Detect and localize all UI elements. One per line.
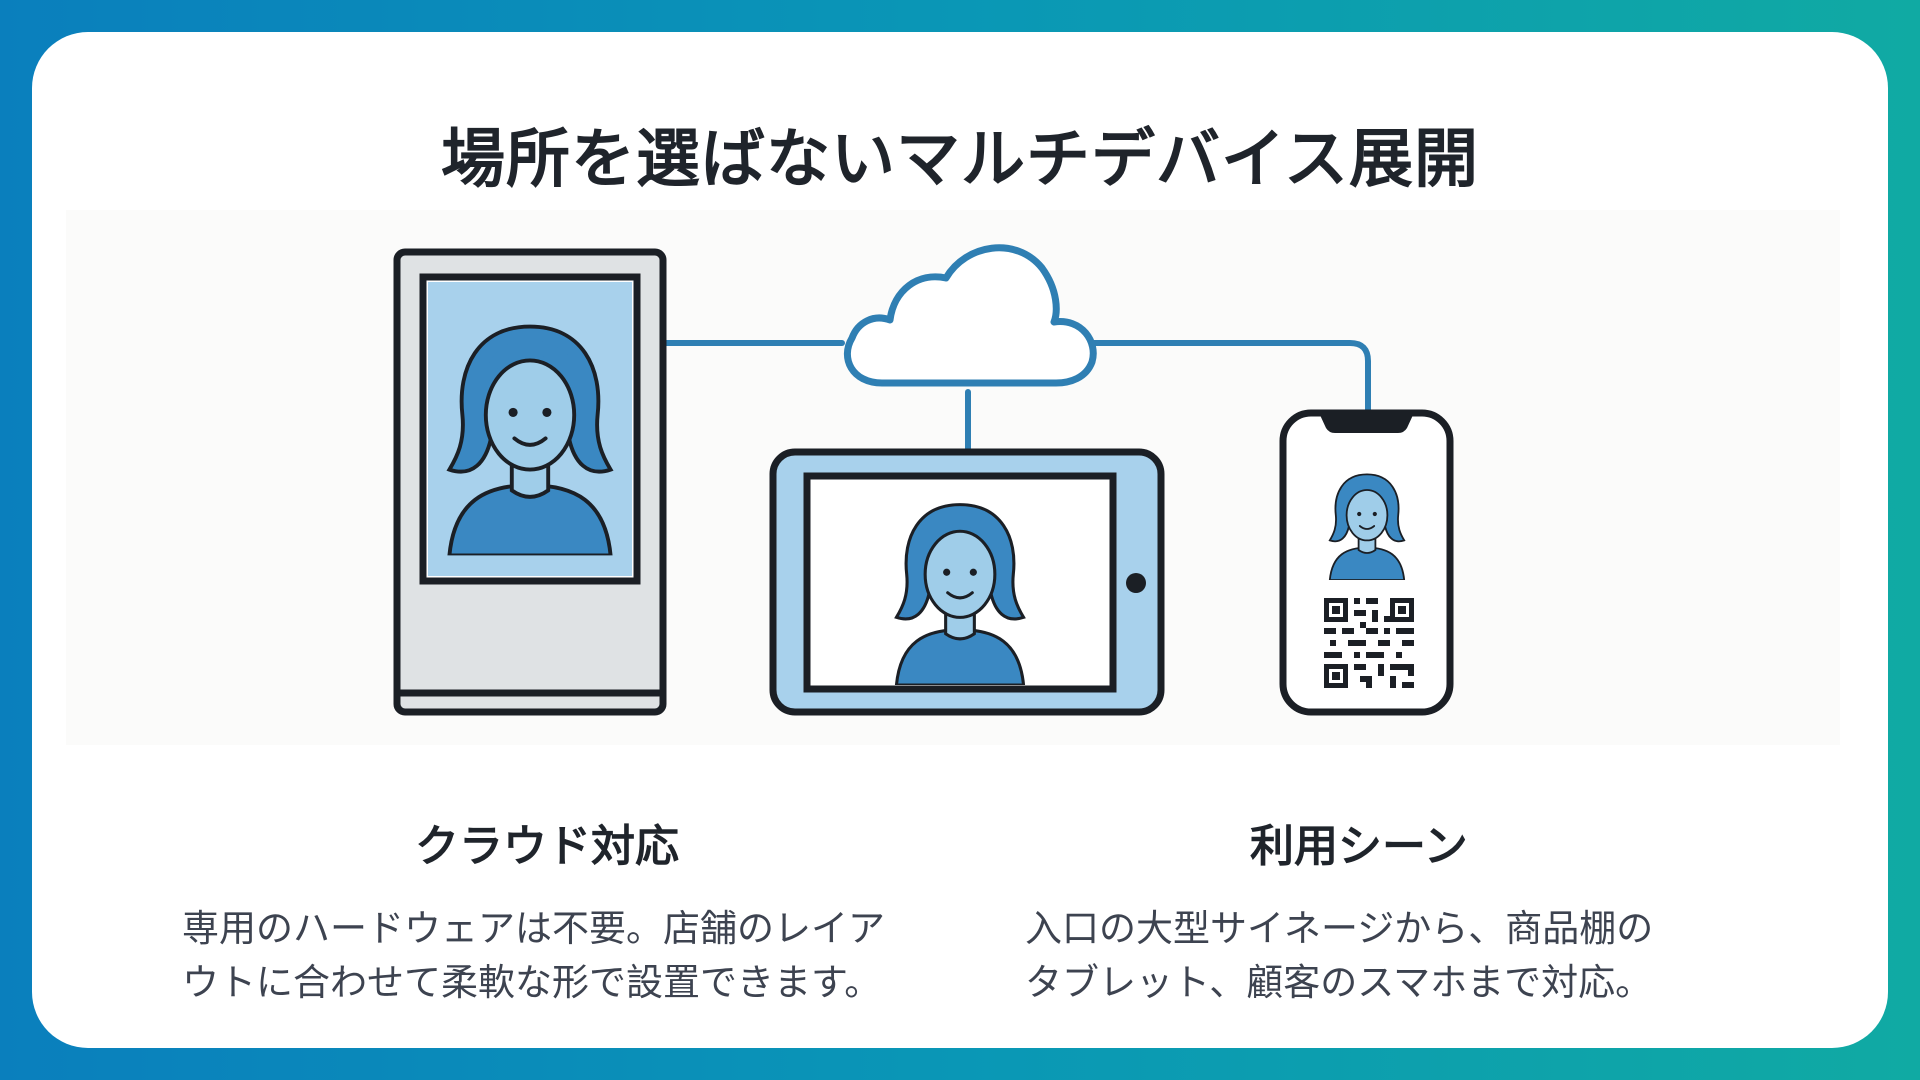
smartphone-icon xyxy=(1279,409,1454,716)
section-body-line: タブレット、顧客のスマホまで対応。 xyxy=(1025,961,1653,1004)
cloud-icon xyxy=(844,244,1097,387)
signage-kiosk-icon xyxy=(393,248,667,716)
connection-lines xyxy=(661,340,1371,453)
section-body-line: 入口の大型サイネージから、商品棚の xyxy=(1025,907,1654,950)
tablet-icon xyxy=(769,448,1165,716)
section-heading-usage: 利用シーン xyxy=(1250,821,1468,872)
section-body-line: ウトに合わせて柔軟な形で設置できます。 xyxy=(182,961,882,1004)
avatar-icon xyxy=(896,505,1023,685)
section-body-usage: 入口の大型サイネージから、商品棚の タブレット、顧客のスマホまで対応。 xyxy=(1025,902,1653,1010)
avatar-icon xyxy=(449,327,610,556)
section-heading-cloud: クラウド対応 xyxy=(415,821,679,872)
page-title: 場所を選ばないマルチデバイス展開 xyxy=(440,123,1480,197)
avatar-icon xyxy=(1330,474,1404,580)
section-body-line: 専用のハードウェアは不要。店舗のレイア xyxy=(182,907,885,950)
section-body-cloud: 専用のハードウェアは不要。店舗のレイア ウトに合わせて柔軟な形で設置できます。 xyxy=(182,902,885,1010)
qr-code-icon xyxy=(1324,598,1414,688)
